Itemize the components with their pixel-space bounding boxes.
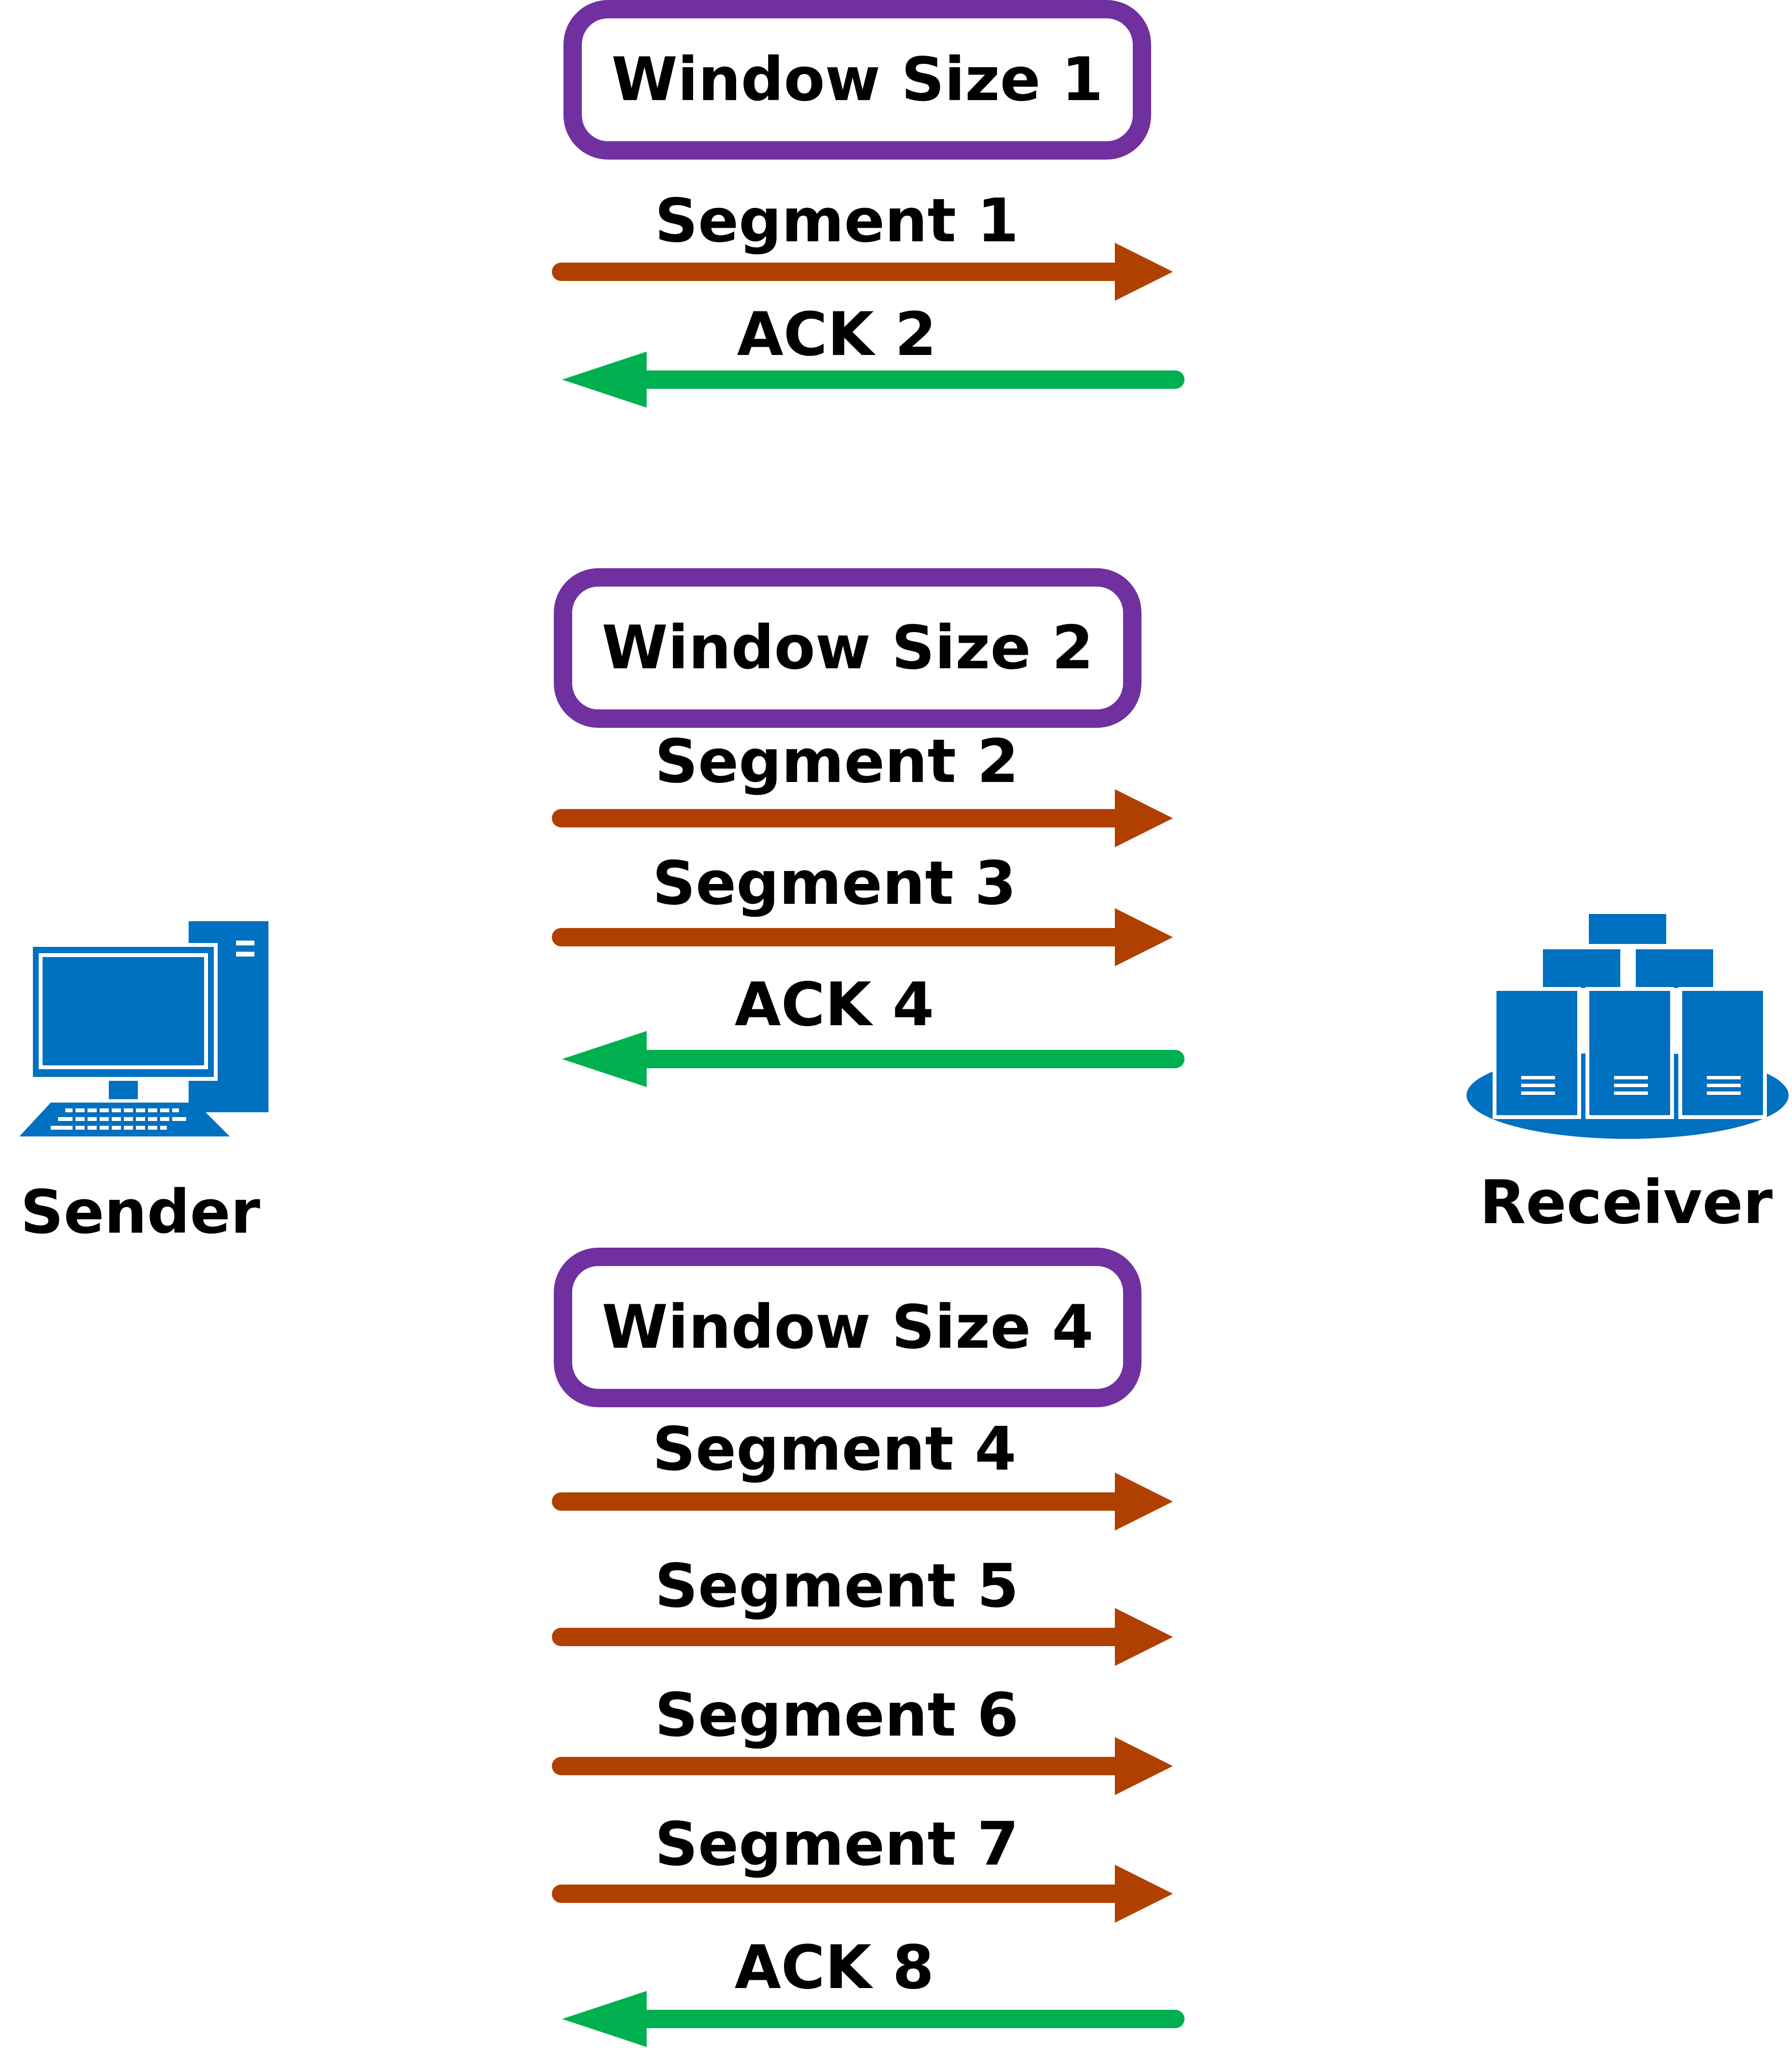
segment-7-label: Segment 7 [654, 1810, 1019, 1879]
window-box-2: Window Size 2 [554, 568, 1141, 728]
desktop-computer-icon [19, 921, 268, 1136]
receiver-label: Receiver [1480, 1168, 1773, 1238]
segment-3-arrow [552, 908, 1173, 966]
ack-4-arrow [562, 1031, 1185, 1087]
window-label: Window Size 4 [602, 1293, 1094, 1362]
window-box-3: Window Size 4 [554, 1248, 1141, 1407]
segment-2-label: Segment 2 [654, 727, 1019, 796]
segment-4-arrow [552, 1473, 1173, 1531]
segment-1-arrow [552, 243, 1173, 301]
segment-1-label: Segment 1 [654, 186, 1019, 256]
segment-6-arrow [552, 1737, 1173, 1795]
segment-7-arrow [552, 1865, 1173, 1923]
segment-3-label: Segment 3 [652, 849, 1017, 918]
ack-2-label: ACK 2 [737, 300, 937, 369]
sender-label: Sender [20, 1178, 260, 1247]
window-box-1: Window Size 1 [563, 0, 1151, 160]
segment-2-arrow [552, 789, 1173, 847]
ack-8-arrow [562, 1991, 1185, 2047]
window-label: Window Size 2 [602, 613, 1094, 683]
segment-5-label: Segment 5 [654, 1551, 1019, 1621]
ack-2-arrow [562, 352, 1185, 408]
server-cluster-icon [1466, 914, 1789, 1139]
ack-8-label: ACK 8 [734, 1933, 934, 2003]
window-label: Window Size 1 [611, 45, 1103, 115]
segment-5-arrow [552, 1608, 1173, 1666]
ack-4-label: ACK 4 [734, 970, 934, 1040]
segment-6-label: Segment 6 [654, 1680, 1019, 1750]
segment-4-label: Segment 4 [652, 1414, 1017, 1484]
